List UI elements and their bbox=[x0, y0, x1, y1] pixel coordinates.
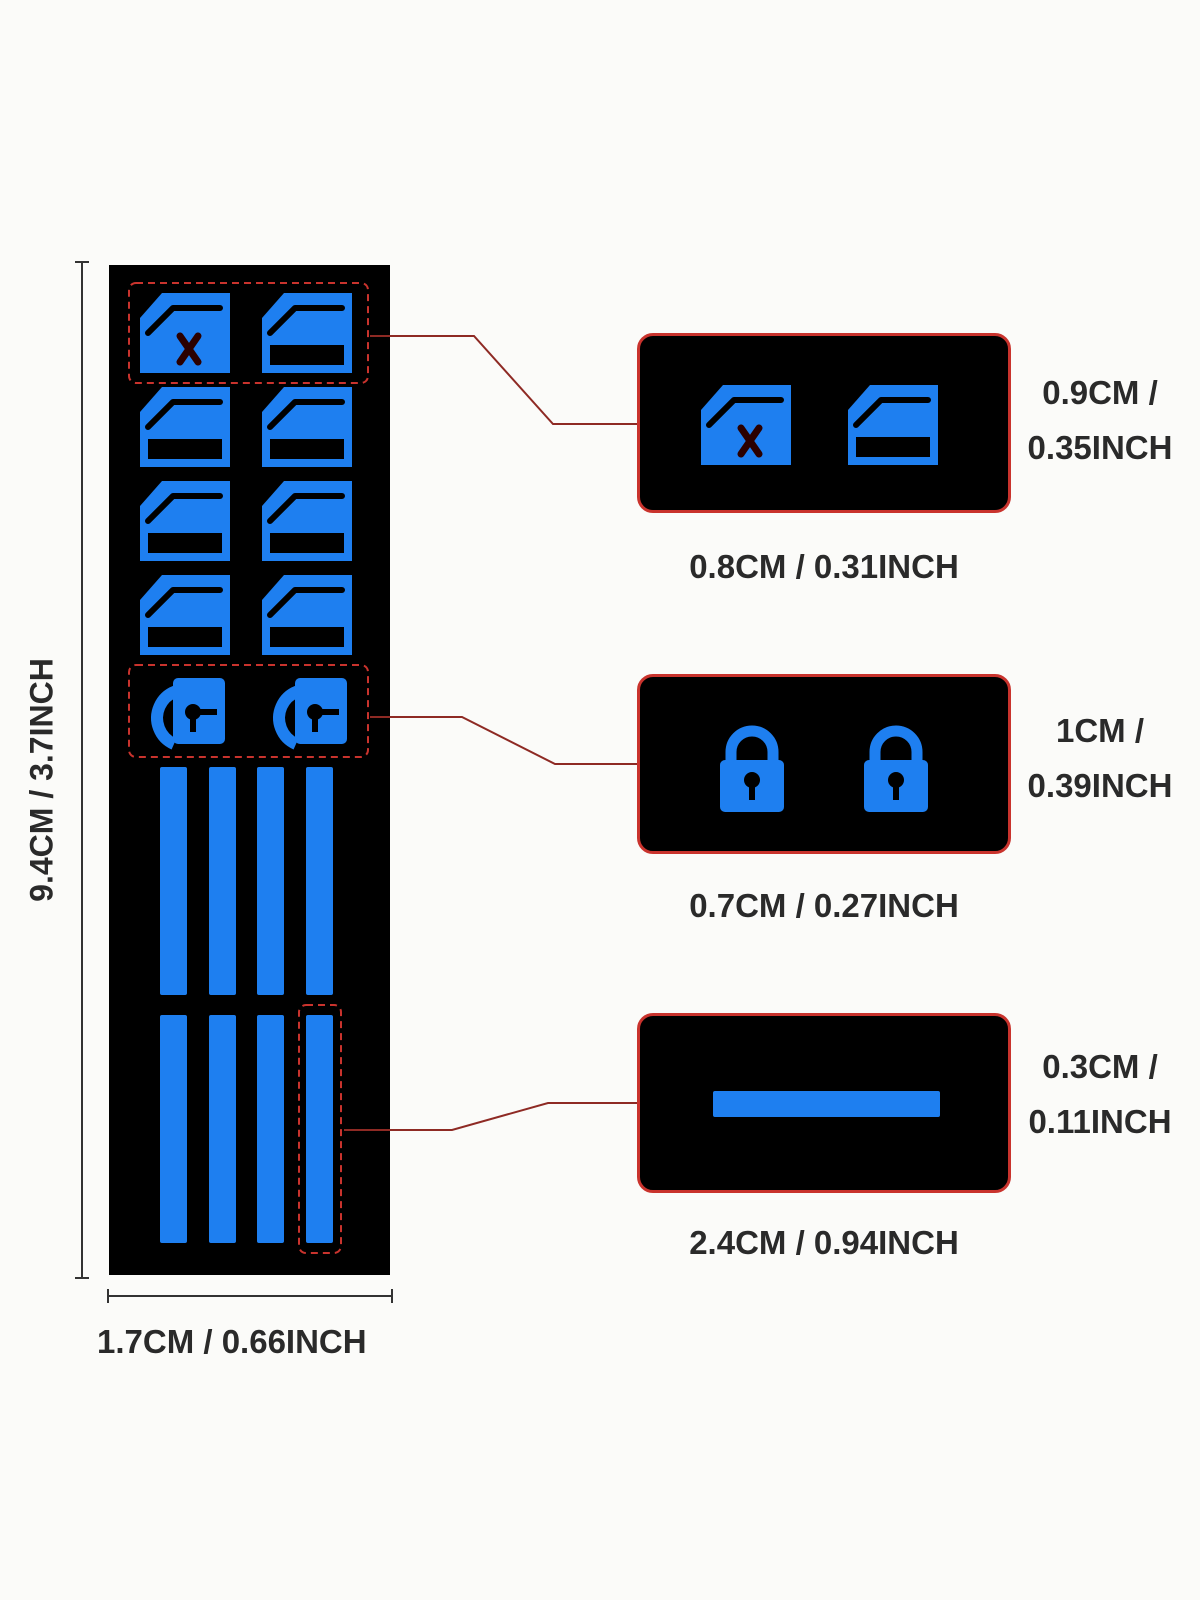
padlock-icon bbox=[720, 731, 784, 812]
callout-2-height-line2: 0.39INCH bbox=[1027, 767, 1173, 804]
callout-1-height-line2: 0.35INCH bbox=[1027, 429, 1173, 466]
highlight-window-row bbox=[128, 282, 369, 384]
strip bbox=[160, 1015, 187, 1243]
strip bbox=[160, 767, 187, 995]
height-dimension-line bbox=[75, 261, 89, 1279]
highlight-strip bbox=[298, 1004, 342, 1254]
highlight-lock-row bbox=[128, 664, 369, 758]
width-dimension-line bbox=[107, 1289, 393, 1303]
strip-bar bbox=[713, 1091, 940, 1117]
strip bbox=[306, 767, 333, 995]
strip bbox=[257, 1015, 284, 1243]
callout-window-buttons bbox=[637, 333, 1011, 513]
callout-2-height-line1: 1CM / bbox=[1055, 712, 1144, 749]
strip bbox=[257, 767, 284, 995]
strip bbox=[306, 1015, 333, 1243]
callout-1-width: 0.8CM / 0.31INCH bbox=[689, 548, 959, 585]
padlock-icon bbox=[864, 731, 928, 812]
window-lock-icon bbox=[701, 385, 791, 465]
sheet-width-label: 1.7CM / 0.66INCH bbox=[97, 1323, 367, 1360]
callout-3-width: 2.4CM / 0.94INCH bbox=[689, 1224, 959, 1261]
callout-door-locks bbox=[637, 674, 1011, 854]
callout-strip bbox=[637, 1013, 1011, 1193]
callout-3-height-line1: 0.3CM / bbox=[1042, 1048, 1158, 1085]
sticker-sheet-artwork bbox=[128, 282, 369, 1254]
callout-3-height-line2: 0.11INCH bbox=[1028, 1103, 1172, 1140]
sticker-sheet bbox=[109, 265, 390, 1275]
callout-1-height-line1: 0.9CM / bbox=[1042, 374, 1158, 411]
callout-2-width: 0.7CM / 0.27INCH bbox=[689, 887, 959, 924]
strip bbox=[209, 767, 236, 995]
strip bbox=[209, 1015, 236, 1243]
window-icon bbox=[848, 385, 938, 465]
